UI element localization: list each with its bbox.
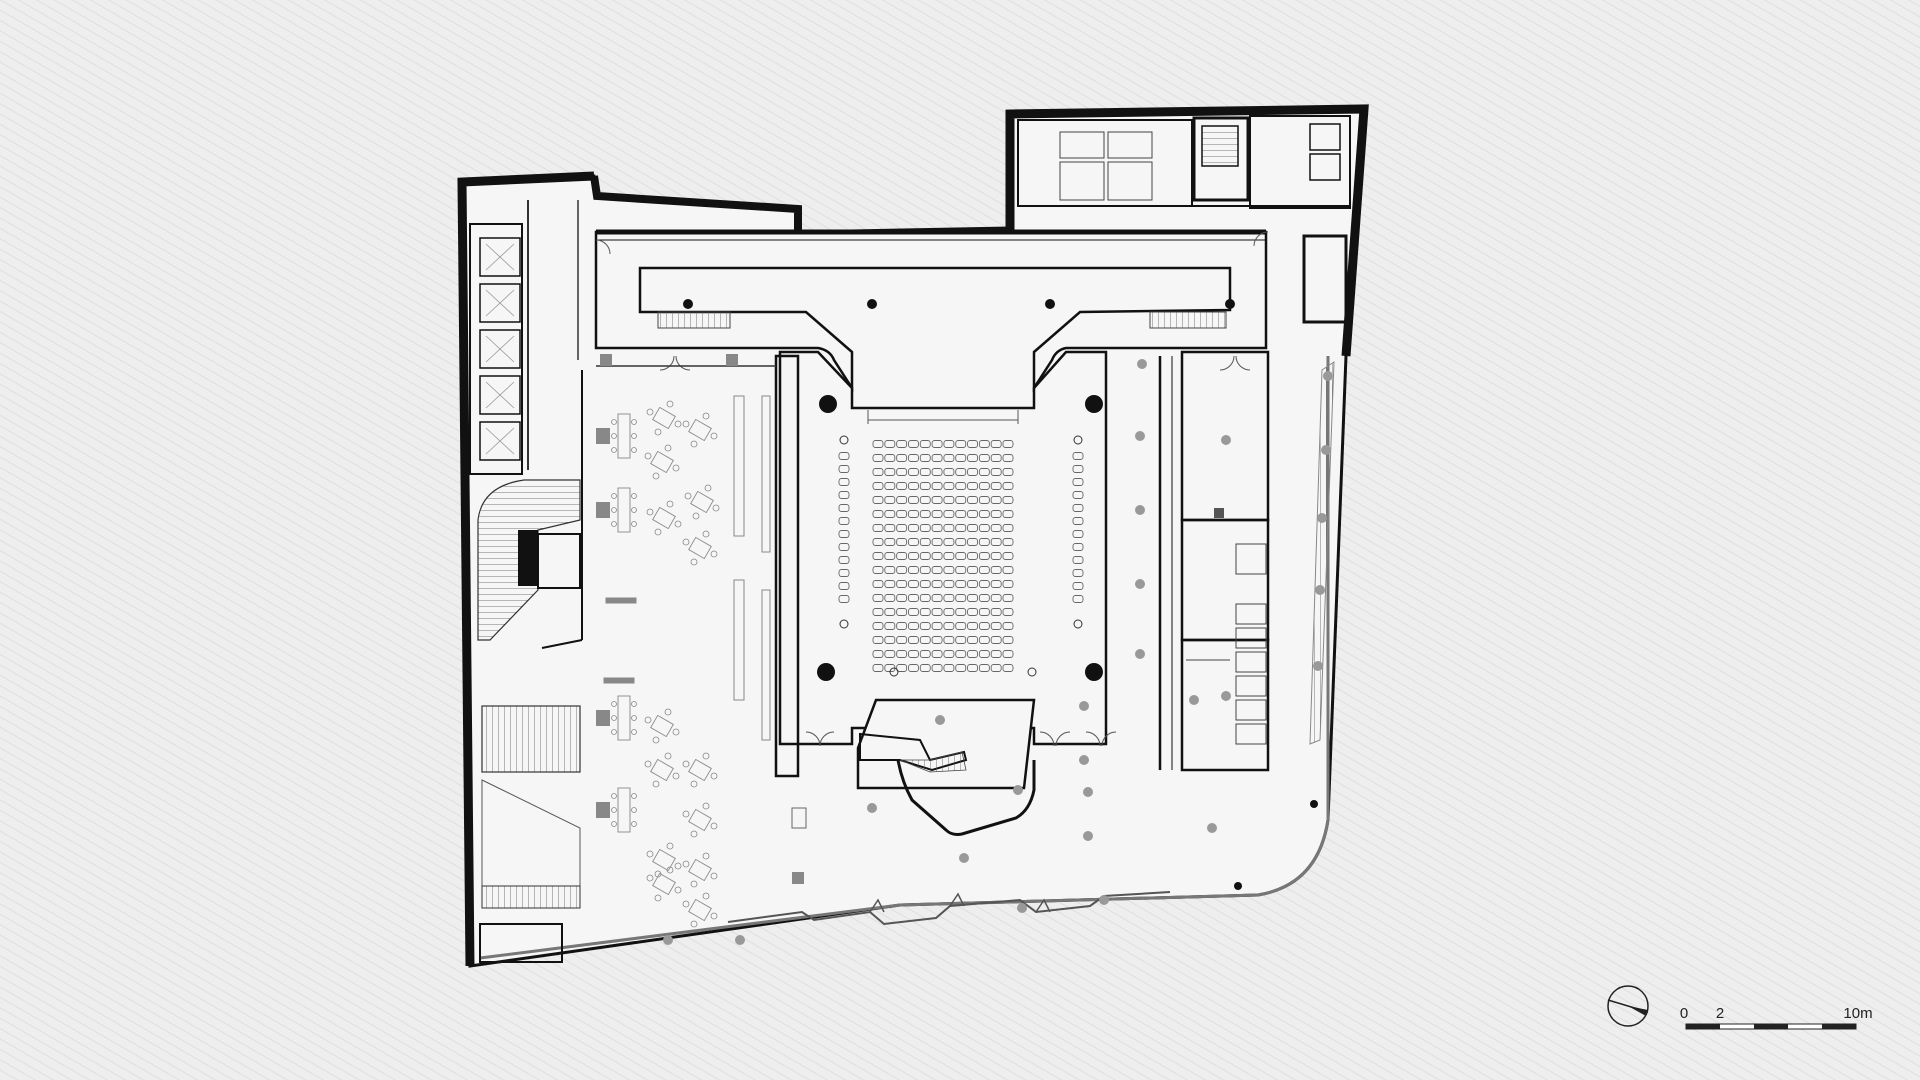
east-room-block bbox=[1180, 350, 1270, 772]
column-round bbox=[867, 803, 877, 813]
north-arrow-icon bbox=[1607, 985, 1649, 1027]
east-planter bbox=[1309, 361, 1335, 745]
column-round bbox=[959, 853, 969, 863]
central-stair-core bbox=[856, 698, 1036, 836]
column-round bbox=[1317, 513, 1327, 523]
column-round bbox=[1323, 371, 1333, 381]
column-round bbox=[935, 715, 945, 725]
stair-gallery-east bbox=[1149, 311, 1227, 329]
column-structural bbox=[867, 299, 877, 309]
elevator-bank-west bbox=[469, 223, 523, 475]
column-structural bbox=[1085, 395, 1103, 413]
stair-gallery-west bbox=[657, 311, 731, 329]
printer bbox=[596, 802, 610, 818]
auditorium bbox=[774, 350, 1173, 778]
column-round bbox=[1079, 701, 1089, 711]
column-structural bbox=[819, 395, 837, 413]
column-structural bbox=[1234, 882, 1242, 890]
kiosk bbox=[791, 807, 807, 829]
glazed-facade bbox=[479, 356, 1330, 960]
column-round bbox=[1099, 895, 1109, 905]
scale-label-2: 2 bbox=[1716, 1005, 1724, 1022]
accessible-seat-icon bbox=[839, 435, 1083, 677]
column-round bbox=[1221, 435, 1231, 445]
scale-label-10m: 10m bbox=[1843, 1005, 1872, 1022]
column-round bbox=[1083, 831, 1093, 841]
printer bbox=[596, 428, 610, 444]
column-structural bbox=[1085, 663, 1103, 681]
restroom-east bbox=[1186, 543, 1267, 745]
column-round bbox=[1135, 579, 1145, 589]
north-gallery bbox=[594, 229, 1268, 393]
door-swing-icon bbox=[595, 231, 1269, 747]
elevator-icon bbox=[1201, 123, 1341, 181]
column-round bbox=[1079, 755, 1089, 765]
column-round bbox=[1083, 787, 1093, 797]
column-round bbox=[1207, 823, 1217, 833]
column-round bbox=[1315, 585, 1325, 595]
column-round bbox=[735, 935, 745, 945]
northeast-core bbox=[1017, 115, 1351, 324]
stair-west-upper bbox=[477, 479, 581, 641]
scale-bar: 0 2 10m bbox=[1680, 1005, 1873, 1030]
exterior-walls bbox=[457, 104, 1369, 967]
column-round bbox=[1137, 359, 1147, 369]
column-round bbox=[1189, 695, 1199, 705]
scale-label-0: 0 bbox=[1680, 1005, 1688, 1022]
restroom-north bbox=[1059, 131, 1153, 201]
printer bbox=[596, 710, 610, 726]
column-round bbox=[1221, 691, 1231, 701]
column-round bbox=[663, 935, 673, 945]
printer bbox=[596, 502, 610, 518]
column-round bbox=[1013, 785, 1023, 795]
column-round bbox=[1135, 505, 1145, 515]
column-round bbox=[1321, 445, 1331, 455]
column-round bbox=[1313, 661, 1323, 671]
column-structural bbox=[1045, 299, 1055, 309]
columns bbox=[663, 299, 1333, 945]
column-round bbox=[1017, 903, 1027, 913]
column-structural bbox=[817, 663, 835, 681]
column-structural bbox=[683, 299, 693, 309]
column-structural bbox=[1310, 800, 1318, 808]
bookshelves bbox=[603, 395, 771, 741]
furniture bbox=[596, 400, 807, 928]
column-structural bbox=[1225, 299, 1235, 309]
kiosk bbox=[792, 872, 804, 884]
south-facade-bays bbox=[727, 891, 1171, 926]
column-round bbox=[1135, 431, 1145, 441]
stair-west-lower bbox=[479, 705, 581, 963]
column-round bbox=[1135, 649, 1145, 659]
